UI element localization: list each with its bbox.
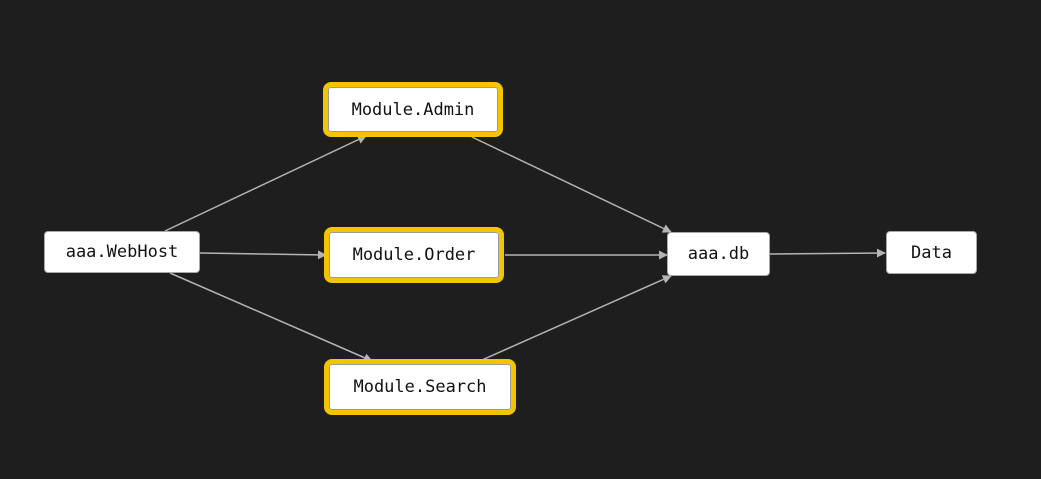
- node-module-search-label: Module.Search: [353, 377, 487, 397]
- node-module-admin[interactable]: Module.Admin: [323, 82, 503, 137]
- node-aaa-webhost[interactable]: aaa.WebHost: [44, 231, 200, 273]
- edge-webhost-to-admin: [164, 135, 367, 232]
- node-aaa-db-label: aaa.db: [687, 244, 750, 264]
- node-module-order-label: Module.Order: [352, 245, 476, 265]
- node-data[interactable]: Data: [886, 231, 977, 274]
- node-aaa-webhost-label: aaa.WebHost: [65, 242, 179, 262]
- node-data-label: Data: [911, 242, 952, 263]
- node-module-search[interactable]: Module.Search: [324, 359, 516, 415]
- edge-webhost-to-search: [169, 272, 373, 362]
- node-module-admin-label: Module.Admin: [351, 99, 475, 120]
- edge-webhost-to-order: [199, 250, 327, 260]
- node-module-order[interactable]: Module.Order: [324, 227, 504, 283]
- edge-search-to-db: [481, 275, 672, 361]
- edge-admin-to-db: [471, 136, 672, 233]
- edge-db-to-data: [769, 248, 886, 258]
- node-aaa-db[interactable]: aaa.db: [667, 232, 770, 276]
